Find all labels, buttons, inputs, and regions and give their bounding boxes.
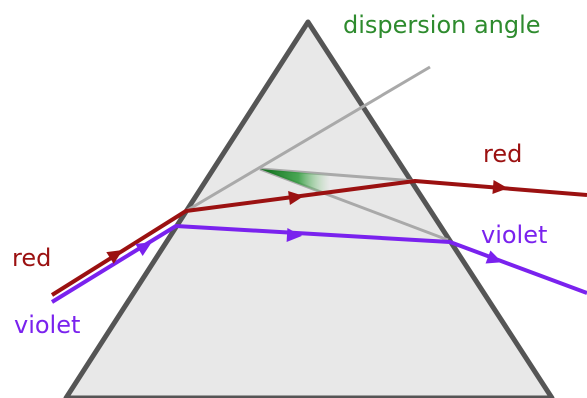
red-arrowhead-incoming [106,250,123,264]
normal-line-upper [185,65,431,213]
violet-outgoing-label: violet [481,221,547,249]
red-arrowhead-outgoing [492,180,508,194]
violet-arrowhead-incoming [135,242,152,256]
dispersion-angle-label: dispersion angle [343,11,541,39]
prism [63,19,555,398]
violet-arrowhead-outgoing [485,250,503,264]
red-extension-line [259,167,416,183]
red-incoming-label: red [12,244,51,272]
violet-arrowhead-inside [286,228,302,242]
red-arrowhead-inside [288,191,304,205]
violet-ray [50,224,587,304]
violet-incoming-label: violet [14,311,80,339]
red-outgoing-label: red [483,140,522,168]
dispersion-angle-wedge [260,169,330,196]
